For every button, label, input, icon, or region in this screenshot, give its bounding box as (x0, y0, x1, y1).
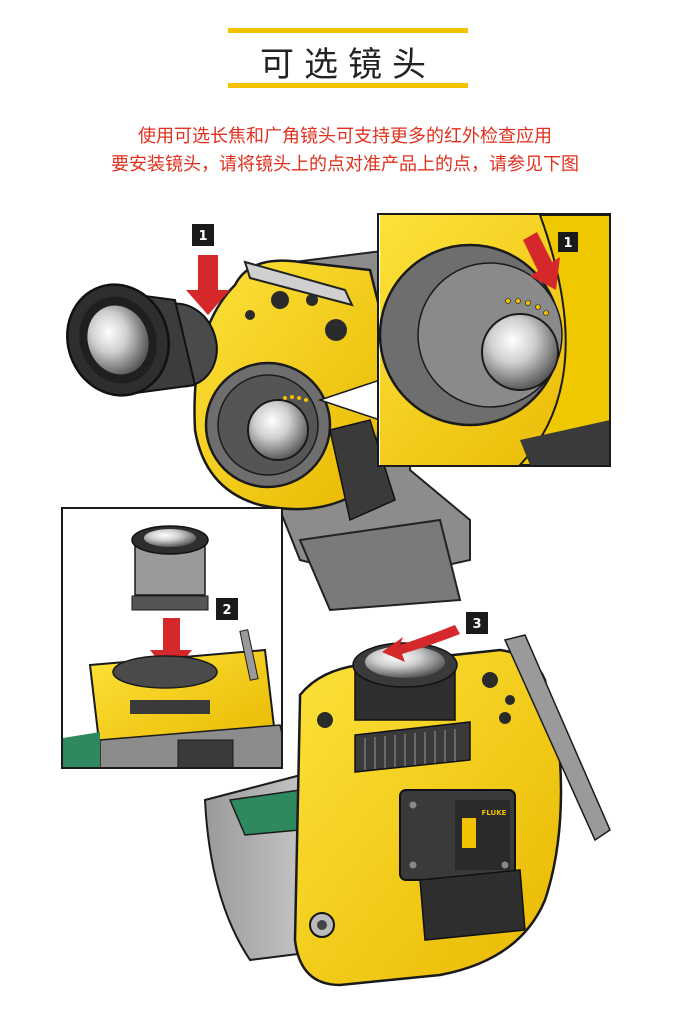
step-3-rotate-arrow (382, 625, 460, 662)
description-line-1: 使用可选长焦和广角镜头可支持更多的红外检查应用 (138, 126, 552, 147)
title-bar-bottom (228, 83, 468, 88)
step-3-number: 3 (472, 617, 481, 632)
step-3-badge: 3 (466, 612, 488, 634)
brand-logo: FLUKE (482, 809, 507, 817)
step-1-badge: 1 (192, 224, 214, 246)
camera-bottom-view: FLUKE (203, 634, 611, 987)
title-block: 可选镜头 (228, 28, 468, 88)
camera-top-view (193, 248, 471, 612)
step-2-inset: 2 (61, 507, 283, 769)
inset-step-1-number: 1 (563, 236, 572, 251)
step-2-number: 2 (222, 603, 231, 618)
description-line-2: 要安装镜头，请将镜头上的点对准产品上的点，请参见下图 (111, 154, 579, 175)
title-bar-top (228, 28, 468, 33)
detached-lens (66, 283, 218, 397)
step-1-number: 1 (198, 229, 207, 244)
mount-closeup-inset: 1 (317, 213, 611, 467)
step-1-arrow (186, 255, 230, 315)
page-title: 可选镜头 (260, 45, 436, 85)
